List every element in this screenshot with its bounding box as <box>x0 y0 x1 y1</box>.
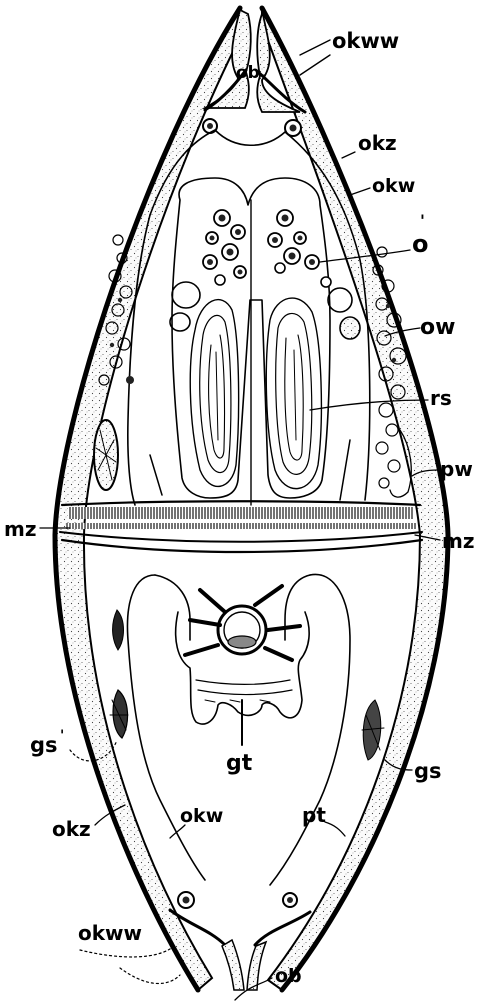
right-seminal-receptacle <box>266 298 321 489</box>
label-ow: ow <box>420 315 455 340</box>
left-seminal-receptacle <box>190 300 238 487</box>
right-body-wall <box>262 8 448 990</box>
lower-cavity <box>110 574 384 990</box>
left-egg-cluster <box>203 210 246 285</box>
label-pw: pw <box>440 457 473 481</box>
label-mz-right: mz <box>442 529 474 553</box>
label-mz-left: mz <box>4 517 36 541</box>
label-o-prime: o <box>412 230 429 258</box>
label-ob-bottom: ob <box>275 965 302 987</box>
left-body-wall <box>55 8 248 990</box>
label-okz-bottom: okz <box>52 817 91 841</box>
label-ob-top: ob <box>236 63 260 83</box>
label-gs-prime-mark: ' <box>60 728 64 744</box>
transverse-muscle-band <box>60 501 422 552</box>
label-gs: gs <box>414 759 442 783</box>
central-organ <box>150 178 360 505</box>
label-okw-bottom: okw <box>180 805 223 827</box>
label-gt: gt <box>226 751 253 776</box>
label-okww-top: okww <box>332 29 399 53</box>
label-gs-prime: gs <box>30 733 58 757</box>
label-rs: rs <box>430 386 452 410</box>
label-okw-top: okw <box>372 175 415 197</box>
label-pt: pt <box>302 803 326 827</box>
label-o-prime-mark: ' <box>420 211 425 230</box>
upper-cavity <box>94 130 411 505</box>
label-okz-top: okz <box>358 131 397 155</box>
label-okww-bottom: okww <box>78 921 142 945</box>
